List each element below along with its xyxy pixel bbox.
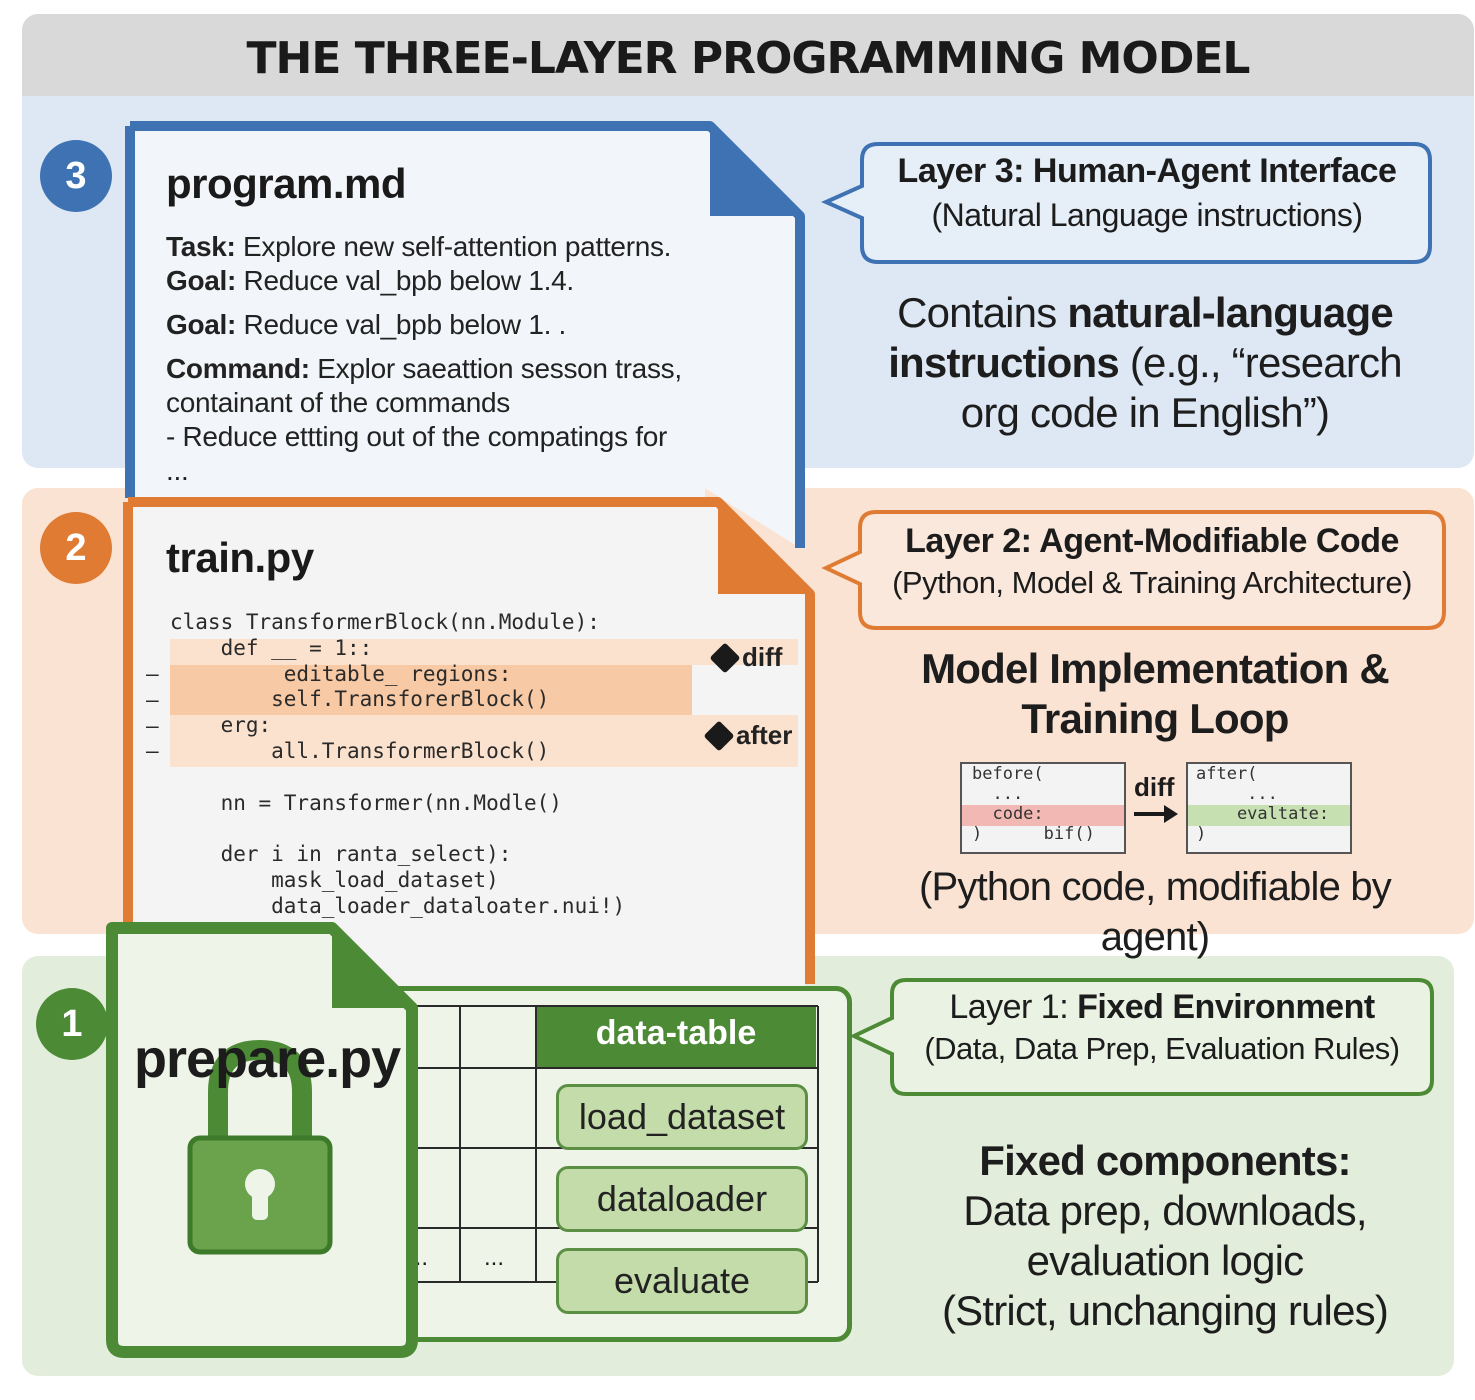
layer3-callout: Layer 3: Human-Agent Interface (Natural … xyxy=(862,152,1432,234)
layer1-callout: Layer 1: Fixed Environment (Data, Data P… xyxy=(892,988,1432,1067)
layer1-number-badge: 1 xyxy=(36,988,108,1060)
layer3-callout-subtitle: (Natural Language instructions) xyxy=(931,197,1363,233)
table-ellipsis: ... xyxy=(484,1244,505,1271)
layer1-description: Fixed components: Data prep, downloads, … xyxy=(941,1137,1389,1334)
prepare-py-title: prepare.py xyxy=(134,1029,401,1089)
program-line: Command: Explor saeattion sesson trass, xyxy=(166,353,682,384)
layer2-description-footer: (Python code, modifiable by agent) xyxy=(918,865,1392,959)
after-tag: after xyxy=(703,719,793,752)
evaluate-pill: evaluate xyxy=(556,1248,808,1314)
layer2-callout-subtitle: (Python, Model & Training Architecture) xyxy=(892,565,1412,600)
program-line: containant of the commands xyxy=(166,387,510,418)
page-fold-icon xyxy=(718,502,810,594)
mini-diff-label: diff xyxy=(1134,772,1175,802)
removed-line-highlight xyxy=(962,805,1124,826)
layer3-callout-title: Layer 3: Human-Agent Interface xyxy=(897,152,1397,190)
prepare-py-document xyxy=(106,922,418,1358)
layer2-description-title: Model Implementation & Training Loop xyxy=(921,645,1390,742)
train-py-title: train.py xyxy=(166,534,314,581)
dataloader-pill: dataloader xyxy=(556,1166,808,1232)
page-fold-icon xyxy=(710,126,800,216)
mini-before-code: before( ... code:) bif() xyxy=(972,764,1095,844)
layer1-callout-title: Layer 1: Fixed Environment xyxy=(949,988,1375,1026)
train-py-code: class TransformerBlock(nn.Module): def _… xyxy=(170,610,626,918)
title-bar: THE THREE-LAYER PROGRAMMING MODEL xyxy=(22,14,1474,102)
data-table-grid xyxy=(340,1005,819,1283)
diff-markers: –––– xyxy=(146,662,159,764)
page-fold-icon xyxy=(332,928,412,1008)
diff-tag-label: diff xyxy=(742,642,783,672)
program-md-title: program.md xyxy=(166,160,407,207)
layer1-description-title: Fixed components: xyxy=(979,1137,1351,1184)
layer3-number-badge: 3 xyxy=(40,140,112,212)
program-line: Goal: Reduce val_bpb below 1.4. xyxy=(166,265,574,296)
program-line: Task: Explore new self-attention pattern… xyxy=(166,231,672,262)
layer2-callout: Layer 2: Agent-Modifiable Code (Python, … xyxy=(860,522,1444,601)
train-py-document xyxy=(123,497,815,987)
program-line: Goal: Reduce val_bpb below 1. . xyxy=(166,309,567,340)
mini-after-code: after( ... evaltate:) xyxy=(1196,764,1330,844)
after-tag-label: after xyxy=(736,720,793,750)
layer2-number-badge: 2 xyxy=(40,512,112,584)
program-line: - Reduce ettting out of the compatings f… xyxy=(166,421,668,452)
git-diff-icon xyxy=(703,719,735,752)
git-diff-icon xyxy=(709,641,741,674)
lock-icon xyxy=(187,1039,333,1255)
program-md-document xyxy=(125,121,805,551)
page-title: THE THREE-LAYER PROGRAMMING MODEL xyxy=(246,32,1251,84)
program-line: ... xyxy=(166,455,189,486)
mini-after-box xyxy=(1186,762,1352,854)
mini-before-box xyxy=(960,762,1126,854)
program-md-body: Task: Explore new self-attention pattern… xyxy=(166,230,766,488)
layer2-callout-shape xyxy=(821,510,1446,630)
layer1-callout-subtitle: (Data, Data Prep, Evaluation Rules) xyxy=(924,1031,1400,1066)
layer3-description: Contains natural-language instructions (… xyxy=(888,289,1402,436)
added-line-highlight xyxy=(1188,805,1350,826)
layer3-callout-shape xyxy=(821,142,1432,264)
layer1-callout-shape xyxy=(849,978,1434,1096)
arrow-right-icon xyxy=(1134,805,1178,823)
data-table-header: data-table xyxy=(595,1014,757,1052)
layer2-callout-title: Layer 2: Agent-Modifiable Code xyxy=(905,522,1399,560)
diff-tag: diff xyxy=(709,641,783,674)
load-dataset-pill: load_dataset xyxy=(556,1084,808,1150)
